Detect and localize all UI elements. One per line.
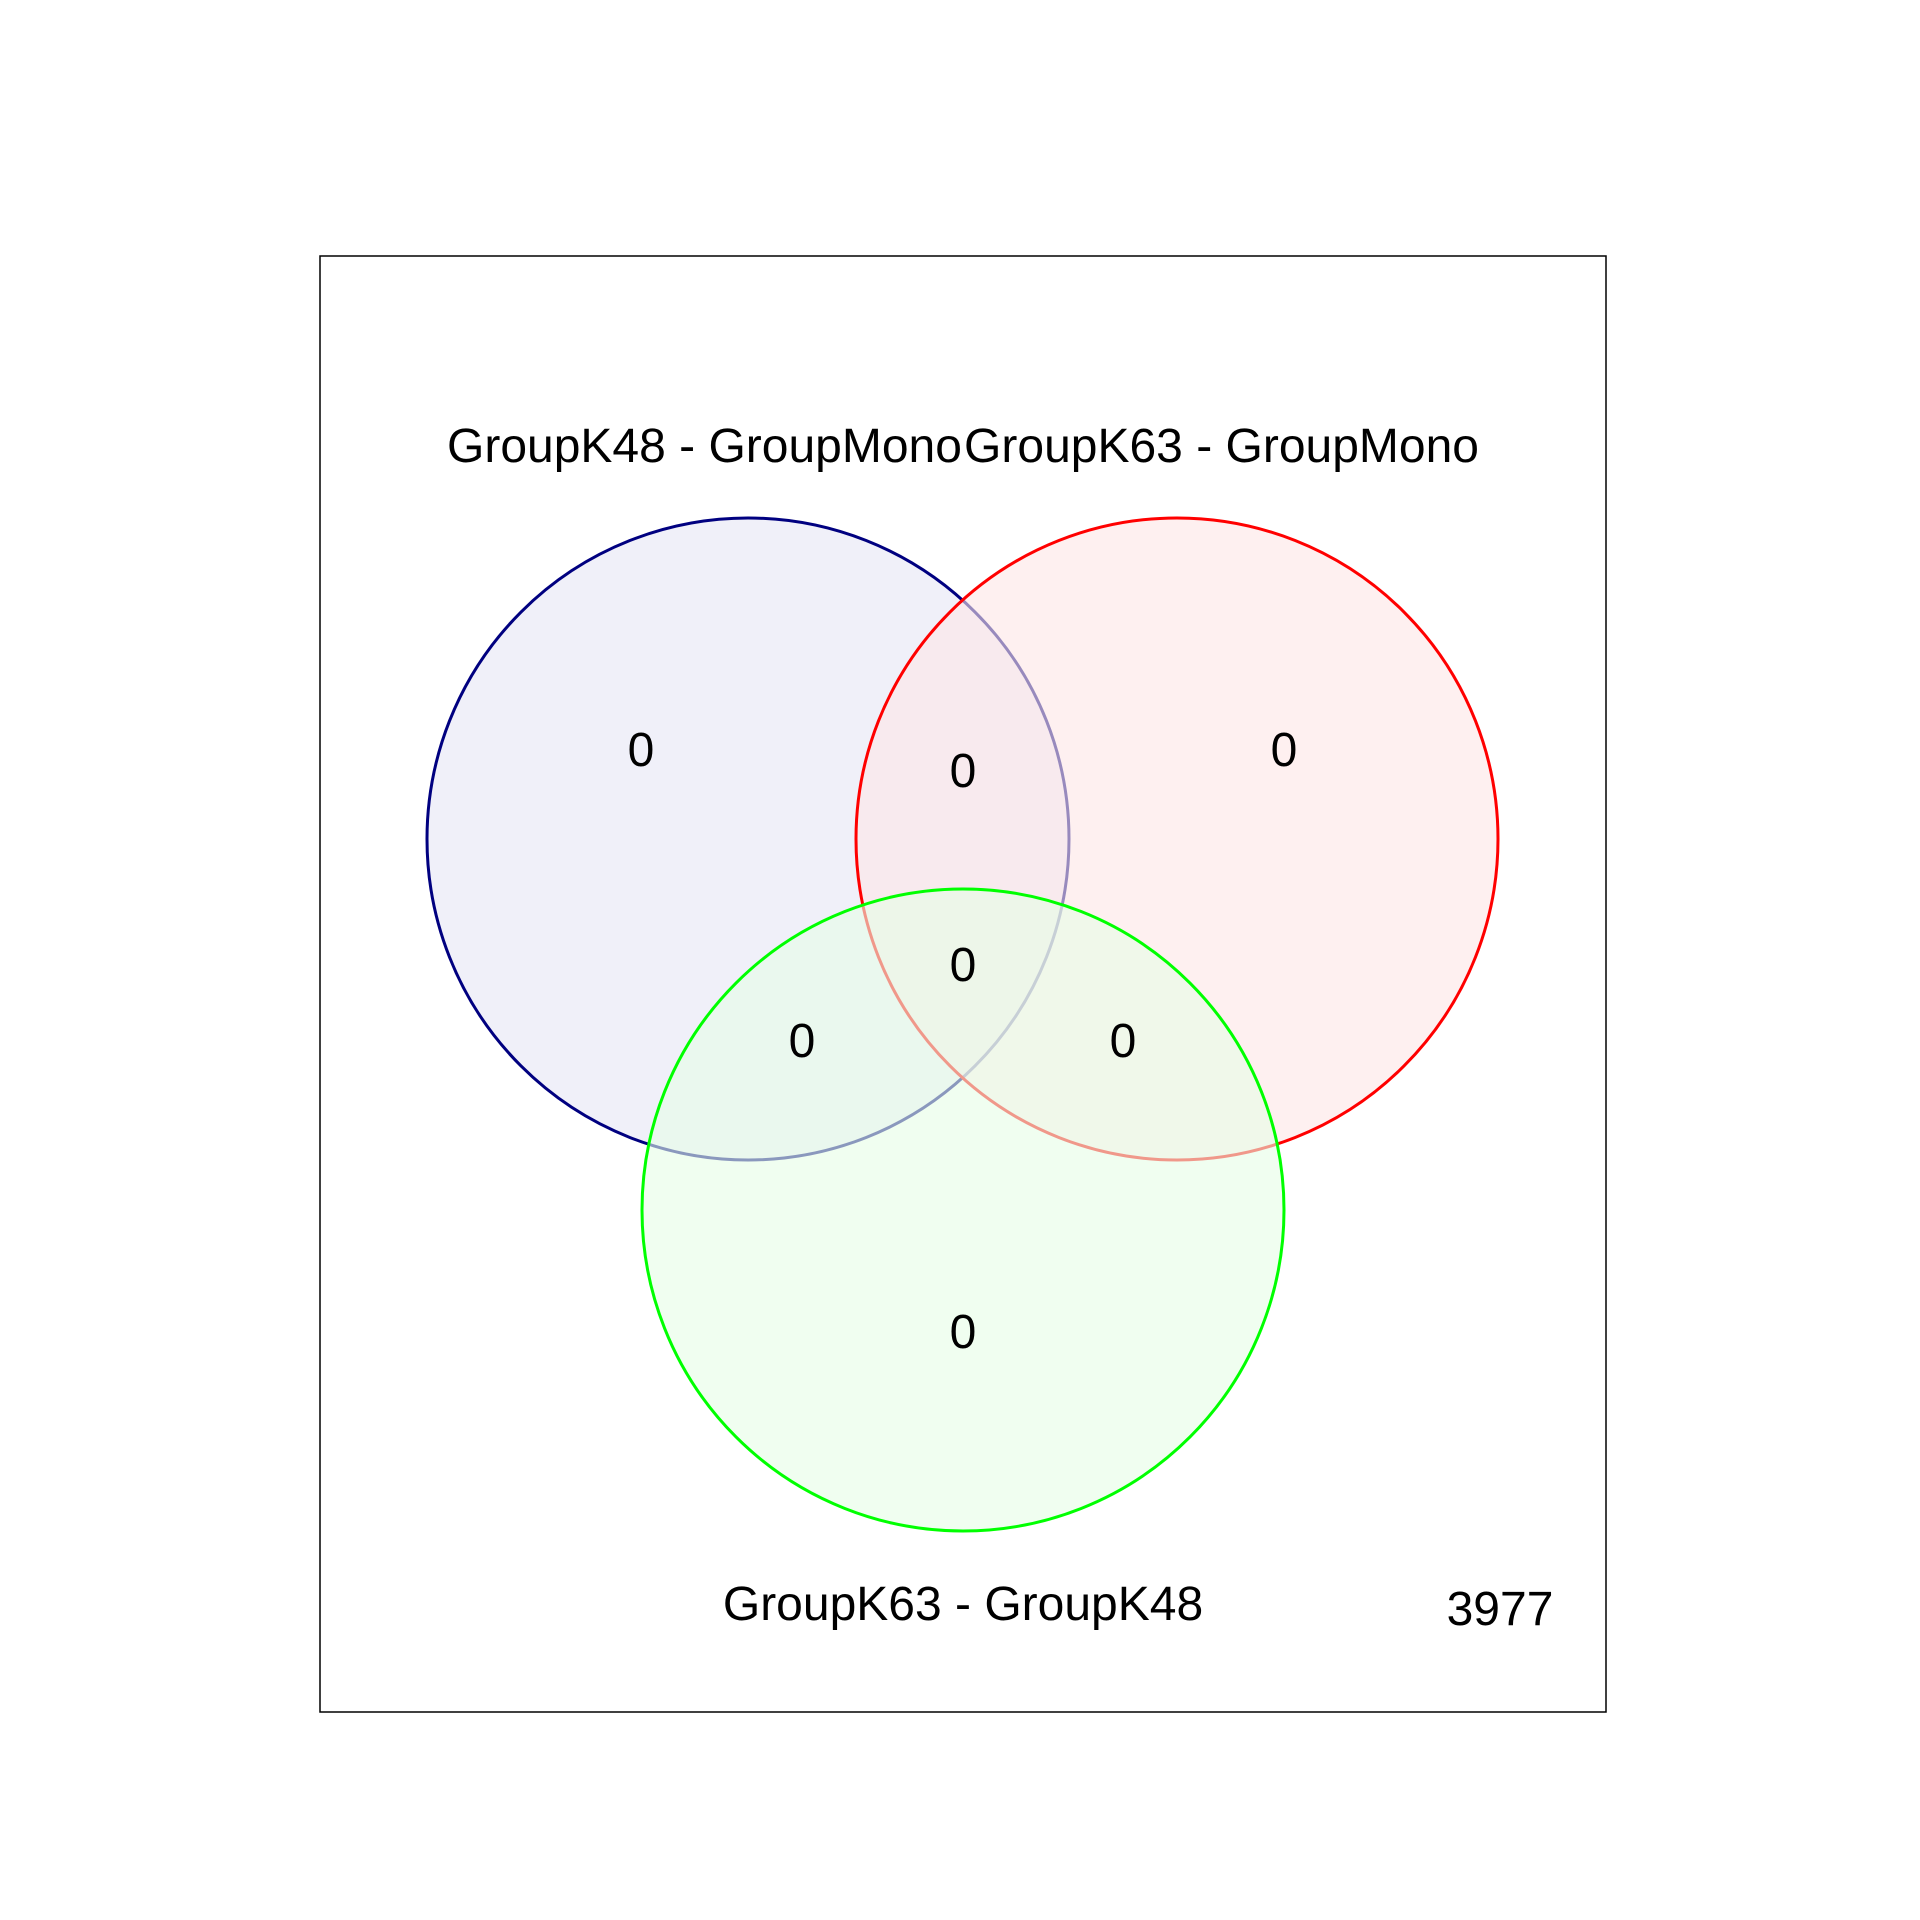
count-c-only: 0 bbox=[950, 1306, 977, 1359]
set-label-group-k63-mono: GroupK63 - GroupMono bbox=[964, 420, 1479, 473]
count-ab: 0 bbox=[950, 745, 977, 798]
count-b-only: 0 bbox=[1271, 724, 1298, 777]
count-ac: 0 bbox=[789, 1015, 816, 1068]
count-bc: 0 bbox=[1110, 1015, 1137, 1068]
count-abc: 0 bbox=[950, 939, 977, 992]
count-a-only: 0 bbox=[628, 724, 655, 777]
plot-frame bbox=[319, 255, 1607, 1713]
set-circle-group-k63-k48 bbox=[640, 887, 1286, 1533]
set-label-group-k63-k48: GroupK63 - GroupK48 bbox=[723, 1578, 1203, 1631]
set-label-group-k48-mono: GroupK48 - GroupMono bbox=[447, 420, 962, 473]
count-outside: 3977 bbox=[1447, 1583, 1554, 1636]
set-circles bbox=[425, 516, 1500, 1533]
